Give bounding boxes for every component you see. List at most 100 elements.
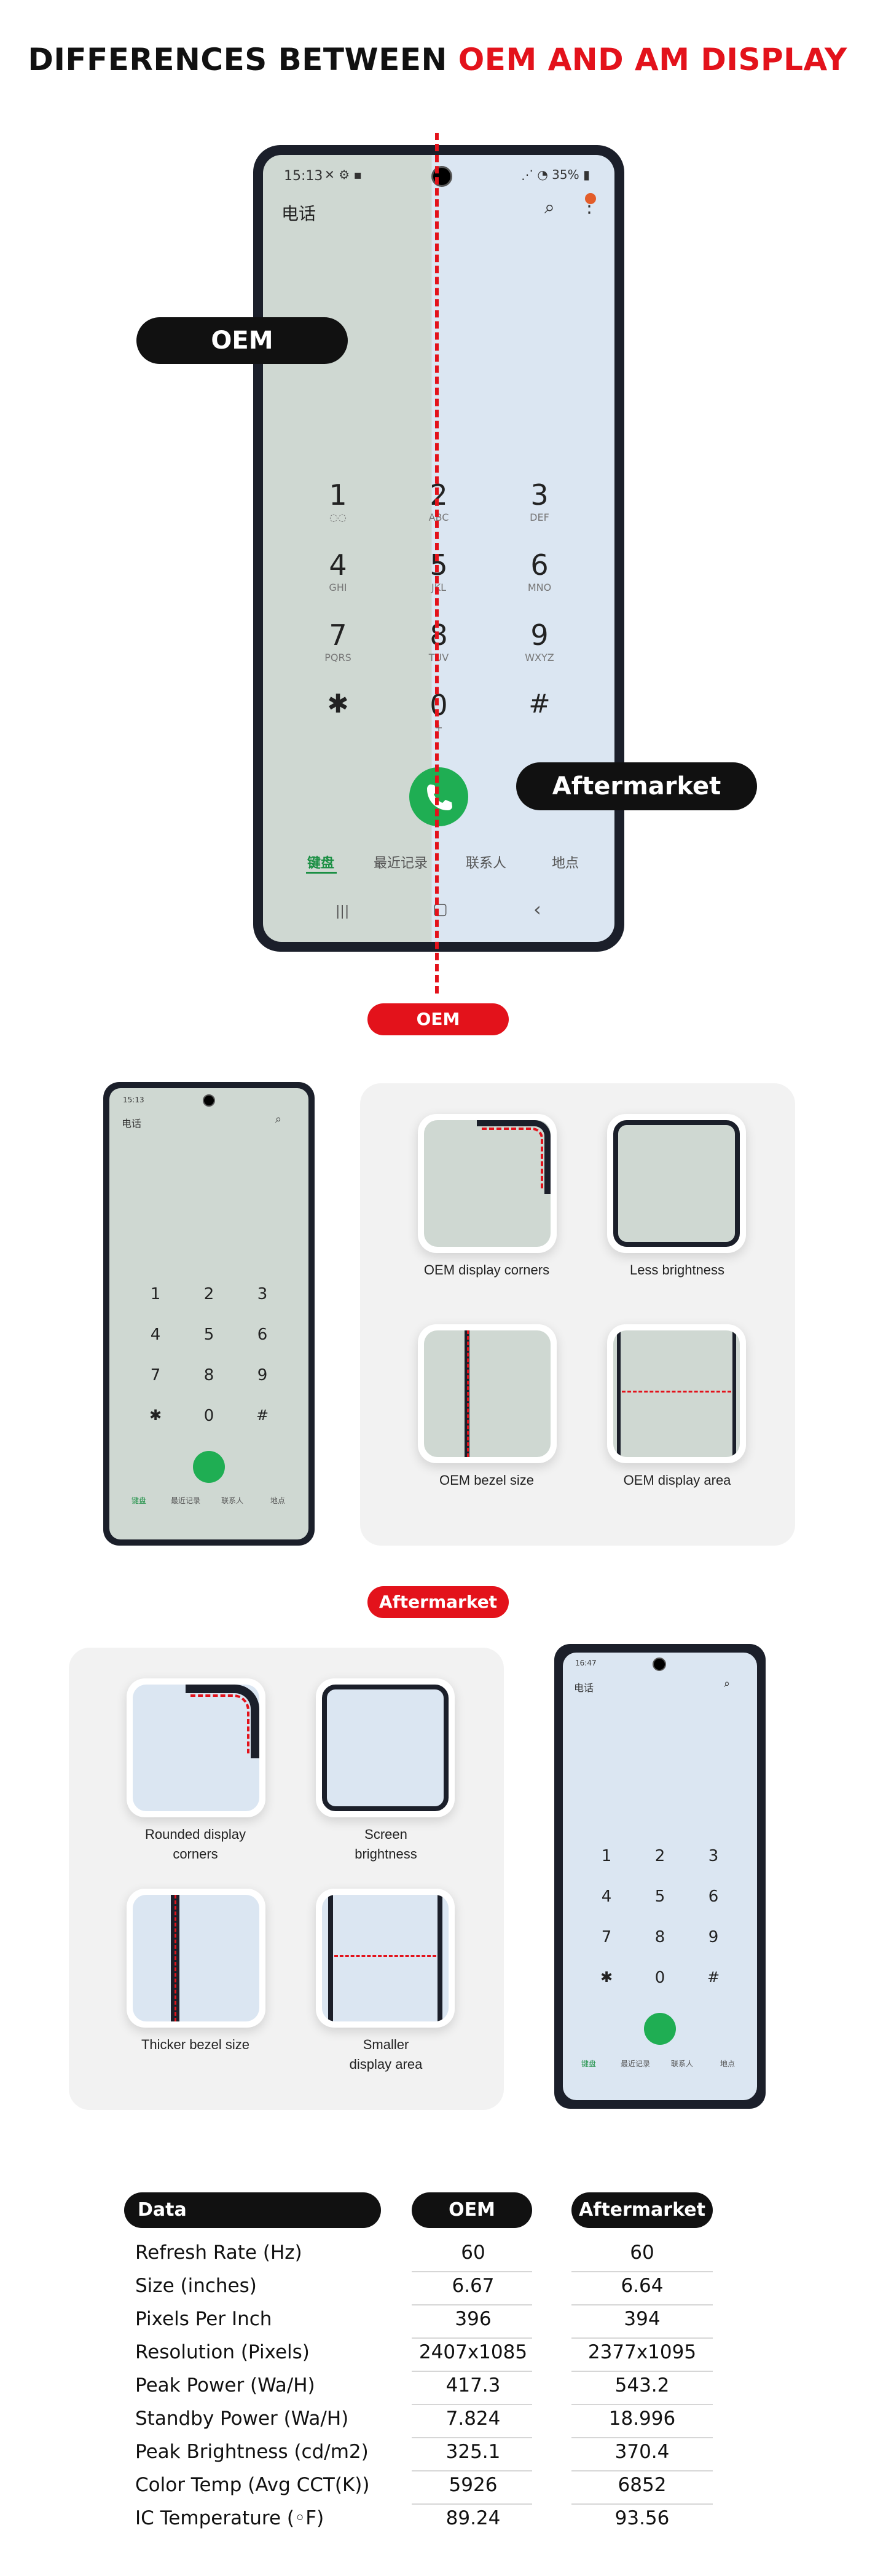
table-row-divider (412, 2404, 532, 2405)
am-key-0[interactable]: 0 (654, 1969, 665, 1987)
am-key-6[interactable]: 6 (708, 1887, 719, 1906)
am-call-button[interactable] (644, 2013, 676, 2045)
am-key-star[interactable]: ✱ (600, 1969, 613, 1986)
keypad-tab-underline (306, 872, 337, 874)
table-row-divider (412, 2371, 532, 2372)
am-search-icon[interactable]: ⌕ (724, 1677, 731, 1690)
am-area-thumb (316, 1889, 455, 2028)
table-row-divider (412, 2271, 532, 2272)
oem-bezel-thumb (418, 1324, 557, 1463)
oem-key-9[interactable]: 9 (257, 1366, 268, 1385)
table-cell-am: 6852 (618, 2474, 667, 2496)
tab-places[interactable]: 地点 (552, 856, 579, 871)
am-key-5[interactable]: 5 (654, 1887, 665, 1906)
oem-tab-places[interactable]: 地点 (270, 1496, 286, 1505)
am-brightness-thumb (316, 1678, 455, 1817)
am-corners-caption: Rounded display corners (145, 1827, 246, 1862)
oem-key-4[interactable]: 4 (150, 1326, 161, 1344)
oem-bezel-caption: OEM bezel size (439, 1472, 535, 1488)
table-row-divider (571, 2503, 713, 2505)
tab-contacts[interactable]: 联系人 (466, 856, 507, 871)
table-row-label: Standby Power (Wa/H) (135, 2408, 349, 2430)
nav-back[interactable]: ‹ (533, 898, 541, 921)
oem-phone: 15:13 电话 ⌕ 1 2 3 4 5 6 7 8 9 ✱ 0 # 键盘 最近… (103, 1082, 315, 1546)
am-key-3[interactable]: 3 (708, 1847, 719, 1865)
am-app-title: 电话 (574, 1682, 594, 1694)
search-icon[interactable]: ⌕ (544, 197, 555, 218)
oem-area-thumb (607, 1324, 746, 1463)
oem-key-2[interactable]: 2 (203, 1285, 214, 1303)
oem-key-star[interactable]: ✱ (149, 1407, 162, 1424)
am-tab-recents[interactable]: 最近记录 (621, 2060, 651, 2068)
am-key-2[interactable]: 2 (654, 1847, 665, 1865)
table-cell-am: 370.4 (614, 2441, 670, 2463)
table-row-label: Pixels Per Inch (135, 2308, 272, 2330)
call-button[interactable] (409, 767, 468, 826)
table-cell-am: 394 (624, 2308, 661, 2330)
am-key-7[interactable]: 7 (601, 1928, 612, 1946)
oem-key-6[interactable]: 6 (257, 1326, 268, 1344)
oem-features-panel: OEM display corners Less brightness OEM … (360, 1083, 795, 1546)
key-star[interactable]: ✱ (327, 689, 349, 719)
table-row-divider (412, 2337, 532, 2339)
table-row-divider (412, 2304, 532, 2305)
oem-label-pill: OEM (136, 317, 348, 364)
tab-recents[interactable]: 最近记录 (374, 856, 428, 871)
oem-app-title: 电话 (122, 1118, 142, 1129)
oem-tab-keypad[interactable]: 键盘 (131, 1496, 147, 1505)
table-row-divider (571, 2271, 713, 2272)
nav-recents[interactable]: ||| (335, 904, 350, 919)
am-tab-places[interactable]: 地点 (720, 2060, 736, 2068)
oem-tab-recents[interactable]: 最近记录 (171, 1496, 201, 1505)
status-icons: ✕ ⚙ ▪ (324, 167, 362, 182)
oem-corners-thumb (418, 1114, 557, 1253)
key-hash[interactable]: # (528, 689, 551, 719)
oem-call-button[interactable] (193, 1451, 225, 1483)
am-key-4[interactable]: 4 (601, 1887, 612, 1906)
table-row-divider (412, 2470, 532, 2471)
am-key-hash[interactable]: # (707, 1969, 720, 1986)
oem-key-hash[interactable]: # (256, 1407, 269, 1424)
oem-key-0[interactable]: 0 (203, 1407, 214, 1425)
status-time: 15:13 (284, 168, 323, 184)
oem-front-camera (203, 1094, 215, 1107)
table-row-divider (412, 2437, 532, 2438)
oem-key-5[interactable]: 5 (203, 1326, 214, 1344)
table-row-divider (571, 2404, 713, 2405)
table-cell-am: 60 (630, 2242, 654, 2264)
oem-key-1[interactable]: 1 (150, 1285, 161, 1303)
table-row-label: Resolution (Pixels) (135, 2341, 310, 2363)
oem-search-icon[interactable]: ⌕ (275, 1113, 282, 1126)
key-0[interactable]: 0+ (430, 689, 448, 733)
oem-key-7[interactable]: 7 (150, 1366, 161, 1385)
oem-tab-contacts[interactable]: 联系人 (221, 1496, 244, 1505)
table-header-aftermarket: Aftermarket (571, 2192, 713, 2228)
oem-section-badge: OEM (367, 1003, 509, 1035)
table-row-divider (412, 2503, 532, 2505)
table-header-oem: OEM (412, 2192, 532, 2228)
am-key-8[interactable]: 8 (654, 1928, 665, 1946)
oem-key-3[interactable]: 3 (257, 1285, 268, 1303)
status-battery: ⋰ ◔ 35% ▮ (521, 167, 590, 182)
oem-key-8[interactable]: 8 (203, 1366, 214, 1385)
am-key-1[interactable]: 1 (601, 1847, 612, 1865)
tab-keypad[interactable]: 键盘 (307, 856, 335, 871)
table-row-divider (571, 2304, 713, 2305)
am-features-panel: Rounded display corners Screen brightnes… (69, 1648, 504, 2110)
am-tab-contacts[interactable]: 联系人 (671, 2060, 694, 2068)
key-1[interactable]: 1◌◌ (329, 478, 347, 523)
am-tab-keypad[interactable]: 键盘 (581, 2060, 597, 2068)
am-key-9[interactable]: 9 (708, 1928, 719, 1946)
table-cell-am: 543.2 (614, 2374, 670, 2396)
table-cell-am: 2377x1095 (587, 2341, 697, 2363)
title-red: OEM AND AM DISPLAY (458, 42, 847, 77)
am-front-camera (653, 1657, 666, 1671)
